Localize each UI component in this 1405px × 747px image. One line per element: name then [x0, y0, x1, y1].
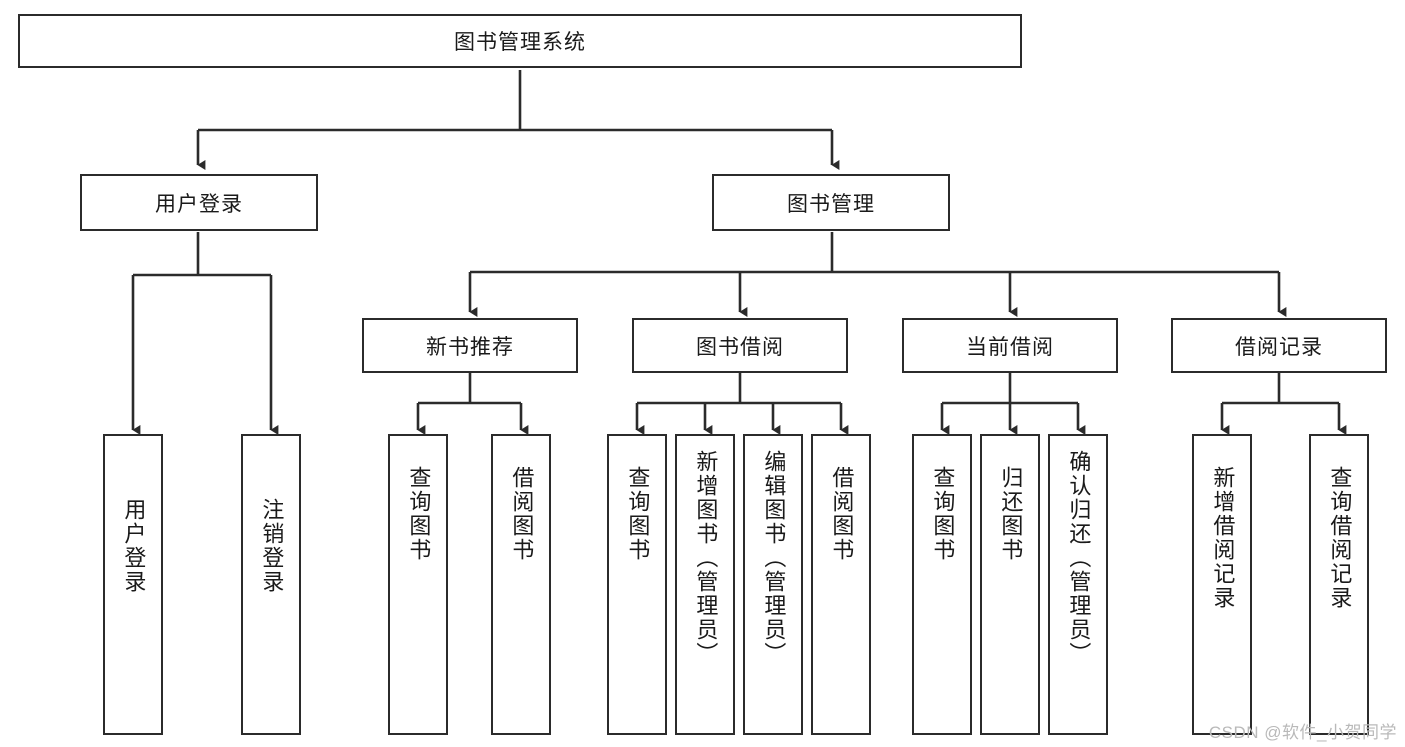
leaf-borrow-book-bb[interactable]: 借阅图书	[811, 434, 871, 735]
node-book-manage[interactable]: 图书管理	[712, 174, 950, 231]
node-book-borrow[interactable]: 图书借阅	[632, 318, 848, 373]
node-current-borrow-label: 当前借阅	[966, 335, 1054, 359]
node-borrow-records[interactable]: 借阅记录	[1171, 318, 1387, 373]
node-user-login-label: 用户登录	[155, 192, 243, 216]
leaf-return-book[interactable]: 归还图书	[980, 434, 1040, 735]
leaf-user-login-label: 用户登录	[121, 498, 147, 594]
leaf-query-book-cb-label: 查询图书	[930, 466, 956, 562]
leaf-user-login[interactable]: 用户登录	[103, 434, 163, 735]
leaf-edit-book-label: 编辑图书（管理员）	[761, 450, 787, 666]
leaf-confirm-return-label: 确认归还（管理员）	[1066, 450, 1092, 666]
leaf-add-book-label: 新增图书（管理员）	[693, 450, 719, 666]
leaf-logout-label: 注销登录	[259, 498, 285, 594]
node-book-borrow-label: 图书借阅	[696, 335, 784, 359]
leaf-query-book-cb[interactable]: 查询图书	[912, 434, 972, 735]
leaf-add-borrow-record[interactable]: 新增借阅记录	[1192, 434, 1252, 735]
node-current-borrow[interactable]: 当前借阅	[902, 318, 1118, 373]
leaf-query-borrow-record-label: 查询借阅记录	[1327, 466, 1353, 610]
csdn-watermark: CSDN @软件_小贺同学	[1208, 723, 1397, 742]
leaf-logout[interactable]: 注销登录	[241, 434, 301, 735]
leaf-query-book-bb[interactable]: 查询图书	[607, 434, 667, 735]
leaf-borrow-book-nb-label: 借阅图书	[509, 466, 535, 562]
node-root[interactable]: 图书管理系统	[18, 14, 1022, 68]
leaf-add-book[interactable]: 新增图书（管理员）	[675, 434, 735, 735]
leaf-confirm-return[interactable]: 确认归还（管理员）	[1048, 434, 1108, 735]
leaf-return-book-label: 归还图书	[998, 466, 1024, 562]
leaf-add-borrow-record-label: 新增借阅记录	[1210, 466, 1236, 610]
node-new-book-recommend[interactable]: 新书推荐	[362, 318, 578, 373]
leaf-edit-book[interactable]: 编辑图书（管理员）	[743, 434, 803, 735]
node-borrow-records-label: 借阅记录	[1235, 335, 1323, 359]
leaf-borrow-book-bb-label: 借阅图书	[829, 466, 855, 562]
leaf-query-book-nb-label: 查询图书	[406, 466, 432, 562]
leaf-borrow-book-nb[interactable]: 借阅图书	[491, 434, 551, 735]
leaf-query-book-bb-label: 查询图书	[625, 466, 651, 562]
node-book-manage-label: 图书管理	[787, 192, 875, 216]
leaf-query-book-nb[interactable]: 查询图书	[388, 434, 448, 735]
node-user-login[interactable]: 用户登录	[80, 174, 318, 231]
node-root-label: 图书管理系统	[454, 31, 586, 54]
leaf-query-borrow-record[interactable]: 查询借阅记录	[1309, 434, 1369, 735]
node-new-book-recommend-label: 新书推荐	[426, 335, 514, 359]
